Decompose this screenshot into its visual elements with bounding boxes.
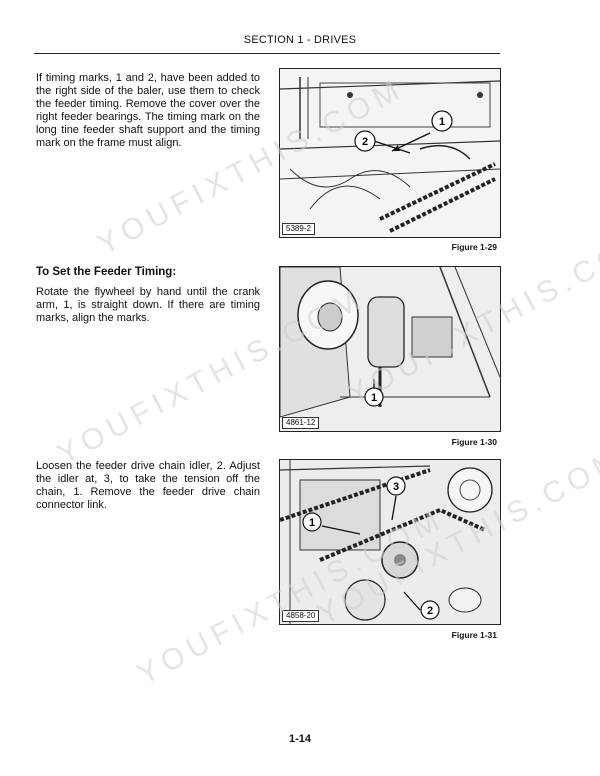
figure-1-31-id: 4858-20 (282, 610, 320, 622)
figure-1-30-image: 1 4861-12 (279, 266, 501, 432)
header-rule (34, 53, 500, 54)
paragraph-loosen-chain-idler: Loosen the feeder drive chain idler, 2. … (36, 460, 260, 511)
page-number: 1-14 (288, 733, 312, 745)
paragraph-rotate-flywheel: Rotate the flywheel by hand until the cr… (36, 286, 260, 324)
paragraph-timing-marks: If timing marks, 1 and 2, have been adde… (36, 72, 260, 149)
callout-3-icon (386, 476, 406, 496)
figure-1-31-callout-1: 1 (309, 517, 315, 529)
callout-1-icon (364, 387, 384, 407)
callout-1-icon (431, 110, 453, 132)
figure-1-30-callout-1: 1 (371, 392, 377, 404)
callout-2-icon (354, 130, 376, 152)
figure-1-29-id: 5389-2 (282, 223, 315, 235)
figure-1-29-callout-1: 1 (439, 116, 445, 128)
callout-1-icon (302, 512, 322, 532)
figure-1-29-caption: Figure 1-29 (451, 242, 497, 252)
figure-1-30-caption: Figure 1-30 (451, 437, 497, 447)
figure-1-30-id: 4861-12 (282, 417, 320, 429)
callout-2-icon (420, 600, 440, 620)
figure-1-29-callout-2: 2 (362, 136, 368, 148)
section-header: SECTION 1 - DRIVES (243, 34, 357, 46)
subheading-set-feeder-timing: To Set the Feeder Timing: (36, 266, 177, 278)
figure-1-31-caption: Figure 1-31 (451, 630, 497, 640)
figure-1-31-image: 1 2 3 4858-20 (279, 459, 501, 625)
figure-1-31-callout-2: 2 (427, 605, 433, 617)
figure-1-29-image: 1 2 5389-2 (279, 68, 501, 238)
figure-1-31-callout-3: 3 (393, 481, 399, 493)
